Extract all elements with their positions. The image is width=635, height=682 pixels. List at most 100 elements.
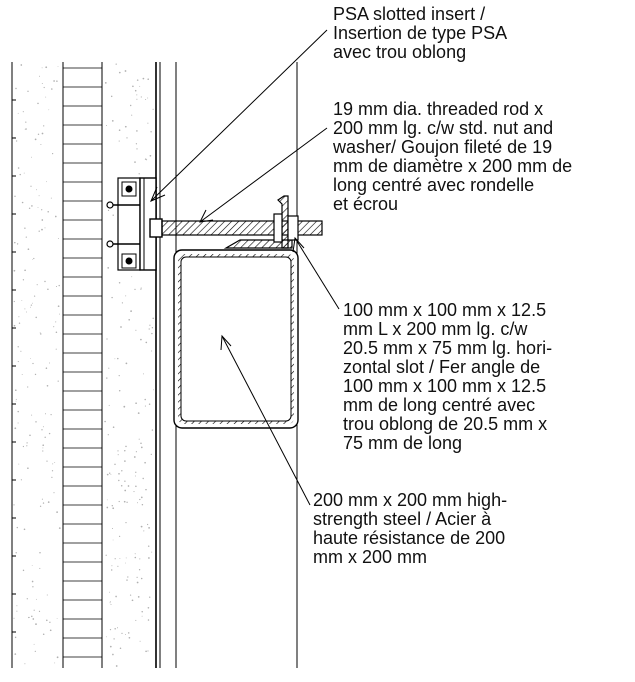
concrete-dot bbox=[118, 390, 121, 392]
concrete-dot bbox=[110, 473, 112, 475]
concrete-dot bbox=[148, 557, 150, 559]
concrete-dot bbox=[140, 442, 142, 444]
concrete-dot bbox=[144, 405, 146, 407]
concrete-dot bbox=[134, 288, 136, 291]
concrete-dot bbox=[32, 258, 34, 260]
concrete-dot bbox=[151, 429, 154, 431]
concrete-dot bbox=[148, 328, 150, 330]
concrete-wall bbox=[11, 62, 161, 668]
concrete-dot bbox=[23, 172, 25, 174]
concrete-dot bbox=[46, 594, 48, 596]
concrete-dot bbox=[28, 207, 31, 210]
concrete-dot bbox=[55, 321, 57, 323]
concrete-dot bbox=[106, 473, 109, 476]
concrete-dot bbox=[33, 609, 35, 611]
concrete-dot bbox=[38, 230, 40, 232]
concrete-dot bbox=[24, 227, 26, 229]
concrete-dot bbox=[41, 228, 43, 231]
concrete-dot bbox=[134, 161, 136, 163]
concrete-dot bbox=[37, 133, 40, 136]
psa-slotted-insert bbox=[106, 177, 157, 271]
concrete-dot bbox=[31, 580, 34, 583]
concrete-dot bbox=[141, 615, 143, 617]
concrete-dot bbox=[116, 627, 119, 629]
concrete-dot bbox=[146, 523, 149, 526]
concrete-dot bbox=[106, 338, 108, 340]
concrete-dot bbox=[42, 633, 45, 636]
concrete-dot bbox=[127, 576, 129, 578]
concrete-dot bbox=[45, 96, 47, 98]
concrete-dot bbox=[136, 94, 138, 96]
concrete-dot bbox=[135, 329, 137, 331]
concrete-dot bbox=[147, 122, 149, 124]
concrete-dot bbox=[57, 66, 59, 67]
concrete-dot bbox=[141, 611, 143, 613]
concrete-dot bbox=[143, 530, 145, 532]
concrete-dot bbox=[135, 485, 137, 488]
nut bbox=[287, 215, 299, 241]
concrete-dot bbox=[147, 607, 150, 609]
concrete-dot bbox=[118, 535, 121, 538]
concrete-dot bbox=[151, 551, 153, 553]
concrete-dot bbox=[128, 318, 131, 321]
concrete-dot bbox=[22, 445, 25, 448]
concrete-dot bbox=[50, 197, 52, 199]
concrete-dot bbox=[129, 594, 132, 596]
concrete-dot bbox=[136, 98, 138, 100]
concrete-dot bbox=[47, 501, 50, 503]
concrete-dot bbox=[38, 75, 41, 77]
concrete-dot bbox=[118, 500, 120, 503]
concrete-dot bbox=[59, 313, 60, 315]
concrete-dot bbox=[47, 210, 49, 213]
concrete-dot bbox=[136, 148, 138, 150]
concrete-dot bbox=[55, 331, 58, 333]
concrete-dot bbox=[14, 389, 17, 392]
arrow-psa-insert bbox=[150, 186, 166, 202]
concrete-dot bbox=[21, 201, 24, 204]
concrete-dot bbox=[41, 219, 44, 221]
concrete-dot bbox=[45, 367, 48, 369]
concrete-dot bbox=[42, 450, 44, 452]
concrete-dot bbox=[118, 375, 120, 377]
concrete-dot bbox=[15, 398, 17, 400]
concrete-dot bbox=[136, 130, 138, 132]
concrete-dot bbox=[38, 610, 41, 613]
concrete-dot bbox=[107, 434, 109, 436]
concrete-dot bbox=[52, 153, 54, 155]
concrete-dot bbox=[51, 476, 53, 479]
concrete-dot bbox=[150, 453, 152, 455]
concrete-dot bbox=[135, 143, 138, 145]
concrete-dot bbox=[15, 400, 17, 402]
concrete-dot bbox=[140, 288, 142, 290]
concrete-dot bbox=[125, 557, 127, 559]
concrete-dot bbox=[41, 132, 44, 135]
concrete-dot bbox=[30, 185, 32, 187]
concrete-dot bbox=[126, 137, 128, 139]
label-angle: 100 mm x 100 mm x 12.5 mm L x 200 mm lg.… bbox=[343, 300, 557, 453]
concrete-dot bbox=[123, 500, 126, 503]
concrete-dot bbox=[25, 311, 27, 313]
concrete-dot bbox=[17, 422, 19, 424]
concrete-dot bbox=[32, 586, 34, 588]
concrete-dot bbox=[131, 276, 133, 278]
concrete-dot bbox=[118, 472, 120, 475]
concrete-dot bbox=[26, 442, 28, 444]
concrete-dot bbox=[20, 64, 23, 66]
concrete-dot bbox=[21, 374, 23, 376]
concrete-dot bbox=[104, 420, 106, 423]
concrete-dot bbox=[112, 507, 115, 510]
concrete-dot bbox=[142, 77, 145, 80]
concrete-dot bbox=[147, 97, 149, 99]
concrete-dot bbox=[147, 650, 149, 652]
concrete-dot bbox=[43, 125, 45, 127]
concrete-dot bbox=[44, 227, 46, 229]
concrete-dot bbox=[138, 438, 140, 440]
concrete-dot bbox=[113, 638, 115, 640]
concrete-dot bbox=[27, 248, 30, 251]
concrete-dot bbox=[139, 498, 141, 501]
leader-steel-section bbox=[221, 335, 311, 506]
concrete-dot bbox=[109, 591, 111, 593]
concrete-dot bbox=[22, 111, 24, 113]
concrete-dot bbox=[151, 327, 154, 329]
concrete-dot bbox=[48, 109, 50, 111]
